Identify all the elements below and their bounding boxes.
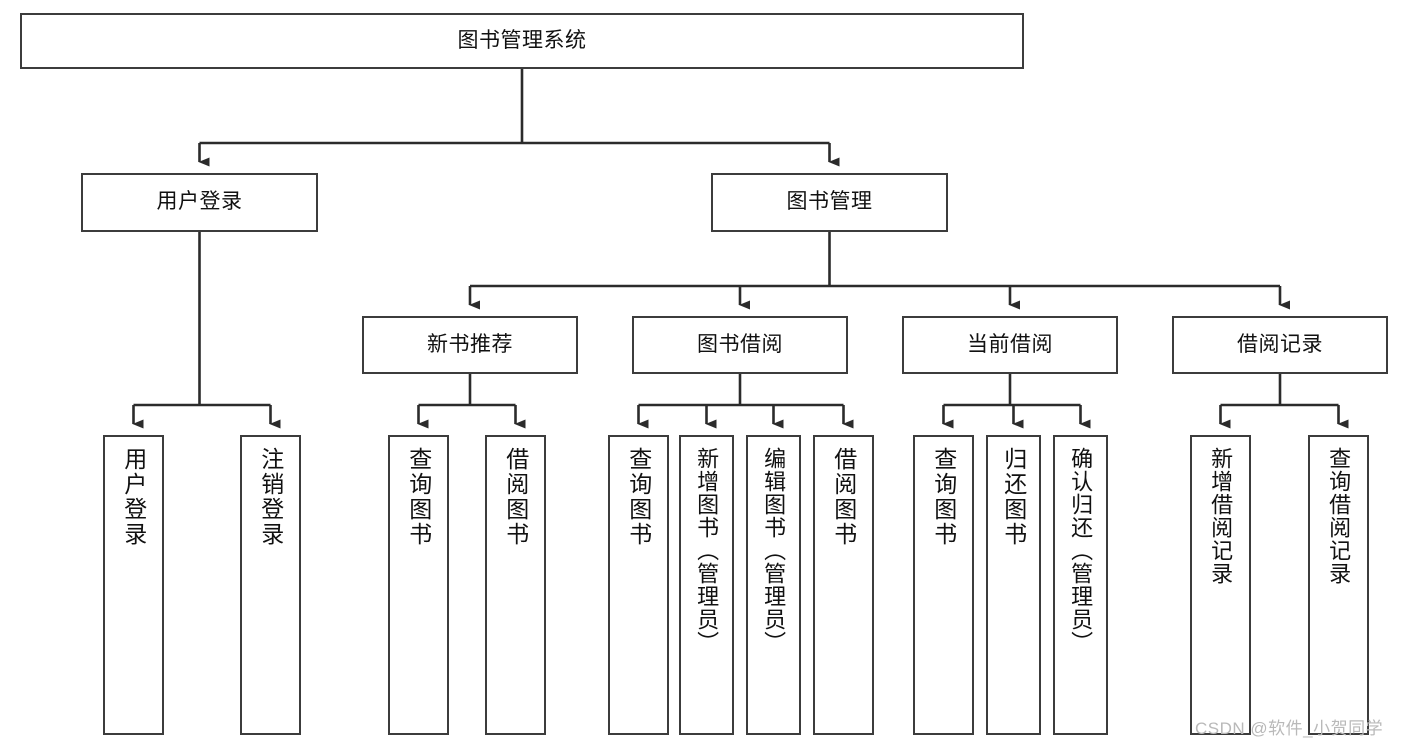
node-book-borrow[interactable]: 图书借阅	[632, 316, 848, 374]
node-root[interactable]: 图书管理系统	[20, 13, 1024, 69]
node-label: 归还图书	[1000, 447, 1027, 547]
node-leaf-query-rec[interactable]: 查询借阅记录	[1308, 435, 1369, 735]
node-leaf-user-login[interactable]: 用户登录	[103, 435, 164, 735]
node-label: 借阅图书	[830, 447, 857, 547]
node-new-book-rec[interactable]: 新书推荐	[362, 316, 578, 374]
node-label: 查询图书	[930, 447, 957, 547]
node-leaf-borrow-2[interactable]: 借阅图书	[813, 435, 874, 735]
node-label: 用户登录	[120, 447, 147, 547]
node-leaf-return[interactable]: 归还图书	[986, 435, 1041, 735]
node-label: 图书管理	[786, 190, 873, 214]
node-label: 图书借阅	[697, 332, 783, 356]
node-label: 查询借阅记录	[1326, 447, 1352, 585]
node-leaf-q-book-2[interactable]: 查询图书	[608, 435, 669, 735]
node-label: 新书推荐	[427, 332, 513, 356]
node-leaf-q-book-1[interactable]: 查询图书	[388, 435, 449, 735]
node-label: 用户登录	[156, 190, 243, 214]
node-borrow-record[interactable]: 借阅记录	[1172, 316, 1388, 374]
node-label: 编辑图书（管理员）	[761, 447, 787, 654]
watermark-text: CSDN @软件_小贺同学	[1195, 719, 1384, 738]
node-label: 图书管理系统	[457, 28, 587, 52]
node-label: 注销登录	[257, 447, 284, 547]
node-label: 新增借阅记录	[1208, 447, 1234, 585]
node-label: 查询图书	[405, 447, 432, 547]
node-label: 确认归还（管理员）	[1068, 447, 1094, 654]
node-leaf-edit-book[interactable]: 编辑图书（管理员）	[746, 435, 801, 735]
node-label: 借阅图书	[502, 447, 529, 547]
node-label: 当前借阅	[967, 332, 1053, 356]
node-current-borrow[interactable]: 当前借阅	[902, 316, 1118, 374]
node-label: 借阅记录	[1237, 332, 1323, 356]
node-leaf-borrow-1[interactable]: 借阅图书	[485, 435, 546, 735]
node-user-login[interactable]: 用户登录	[81, 173, 318, 232]
node-label: 查询图书	[625, 447, 652, 547]
node-leaf-logout[interactable]: 注销登录	[240, 435, 301, 735]
node-leaf-q-book-3[interactable]: 查询图书	[913, 435, 974, 735]
node-leaf-confirm[interactable]: 确认归还（管理员）	[1053, 435, 1108, 735]
node-label: 新增图书（管理员）	[694, 447, 720, 654]
node-leaf-add-book[interactable]: 新增图书（管理员）	[679, 435, 734, 735]
node-leaf-add-rec[interactable]: 新增借阅记录	[1190, 435, 1251, 735]
node-book-manage[interactable]: 图书管理	[711, 173, 948, 232]
